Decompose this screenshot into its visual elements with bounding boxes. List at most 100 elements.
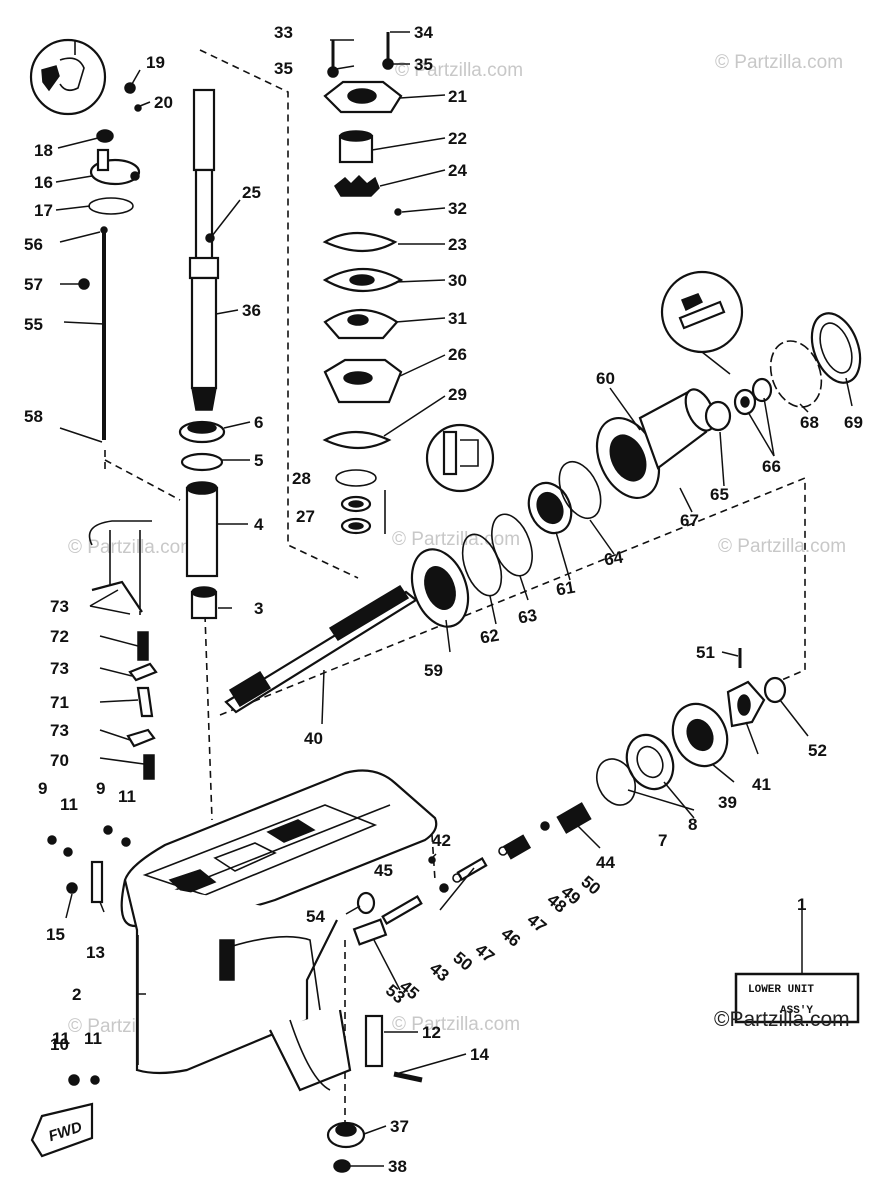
part-19-bolt [124,82,142,112]
callout: 6 [254,413,263,432]
part-48-spring [502,834,532,860]
assembly-guide-lines [104,49,806,1125]
assy-number: 1 [797,895,806,914]
part-13-stud [90,860,104,904]
callout: 17 [34,201,53,220]
callout: 16 [34,173,53,192]
part-73-clip [128,662,158,682]
callout: 73 [50,597,69,616]
callout: 65 [710,485,729,504]
part-7-shim [595,758,637,806]
callout: 7 [658,831,667,850]
callout: 27 [296,507,315,526]
callout: 66 [762,457,781,476]
callout: 34 [414,23,433,42]
hose-clip-parts [88,520,158,780]
part-3-bushing [190,586,218,620]
assy-callout: 1 LOWER UNIT ASS'Y [734,895,860,1024]
part-70-joint [143,754,155,780]
part-60-bearing-housing [595,388,716,499]
part-43-pin [439,883,449,893]
part-5-ring [180,452,224,472]
callout: 14 [470,1045,489,1064]
callout: 19 [146,53,165,72]
callout: 39 [718,793,737,812]
callout: 62 [479,626,501,648]
assy-line1: LOWER UNIT [748,984,814,996]
callout: 23 [448,235,467,254]
callout: 8 [688,815,697,834]
part-37-plug [326,1121,366,1149]
callout: 11 [84,1029,102,1048]
part-12-plug [364,1014,384,1068]
assy-line2: ASS'Y [780,1005,813,1017]
callout: 11 [60,795,78,814]
callout: 47 [523,910,550,937]
part-59-gear [410,548,470,628]
part-38-gasket [333,1159,351,1173]
part-44-spring [556,802,592,834]
callout: 22 [448,129,467,148]
part-47-ball [498,846,508,856]
fwd-arrow-icon: FWD [30,1102,94,1158]
inset-detail-shift-cam [29,38,107,116]
callout: 21 [448,87,467,106]
part-68-ring [769,340,823,408]
part-52-ring [763,676,787,704]
callout: 73 [50,659,69,678]
callout: 70 [50,751,69,770]
part-36-drive-shaft [188,88,220,411]
callout: 37 [390,1117,409,1136]
callout: 30 [448,271,467,290]
callout: 60 [596,369,615,388]
callout: 52 [808,741,827,760]
part-17-o-ring [88,197,134,215]
callout: 41 [752,775,771,794]
watermark: © Partzilla.com [395,60,523,81]
part-65-needle-bearing [704,400,732,432]
part-71-hose [136,686,154,718]
small-fasteners [47,825,131,1086]
callout: 29 [448,385,467,404]
callout: 51 [696,643,715,662]
callout: 40 [304,729,323,748]
callout: 24 [448,161,467,180]
callout: 36 [242,301,261,320]
callout: 59 [424,661,443,680]
callout: 13 [86,943,105,962]
callout: 26 [448,345,467,364]
part-45-cam [381,895,423,925]
part-6-bearing [178,420,226,444]
part-53-slider [352,918,388,946]
part-2-lower-case [120,769,438,1092]
part-55-shift-rod [78,226,108,440]
callout: 47 [471,940,498,967]
part-28-o-ring [335,469,377,487]
part-61-bearing [527,481,573,535]
part-23-gasket [322,232,398,252]
part-73-clip [91,580,143,613]
callout: 9 [96,779,105,798]
callout: 11 [118,787,136,806]
callout: 4 [254,515,264,534]
callout: 64 [603,547,625,569]
callout: 71 [50,693,69,712]
inset-detail-seal [425,423,495,493]
part-66-seals [733,377,773,416]
watermark: © Partzilla.com [715,52,843,73]
callout: 46 [497,924,524,951]
watermark: © Partzilla.com [392,1014,520,1035]
callout: 18 [34,141,53,160]
callout: 50 [449,948,476,975]
callout: 31 [448,309,467,328]
part-14-bolt [393,1071,423,1083]
callout: 35 [274,59,293,78]
callout: 38 [388,1157,407,1176]
part-73-clip [126,728,156,748]
watermark: © Partzilla.com [68,537,196,558]
part-64-o-ring [558,460,602,520]
callout: 58 [24,407,43,426]
callout: 73 [50,721,69,740]
part-49-ball [540,821,550,831]
